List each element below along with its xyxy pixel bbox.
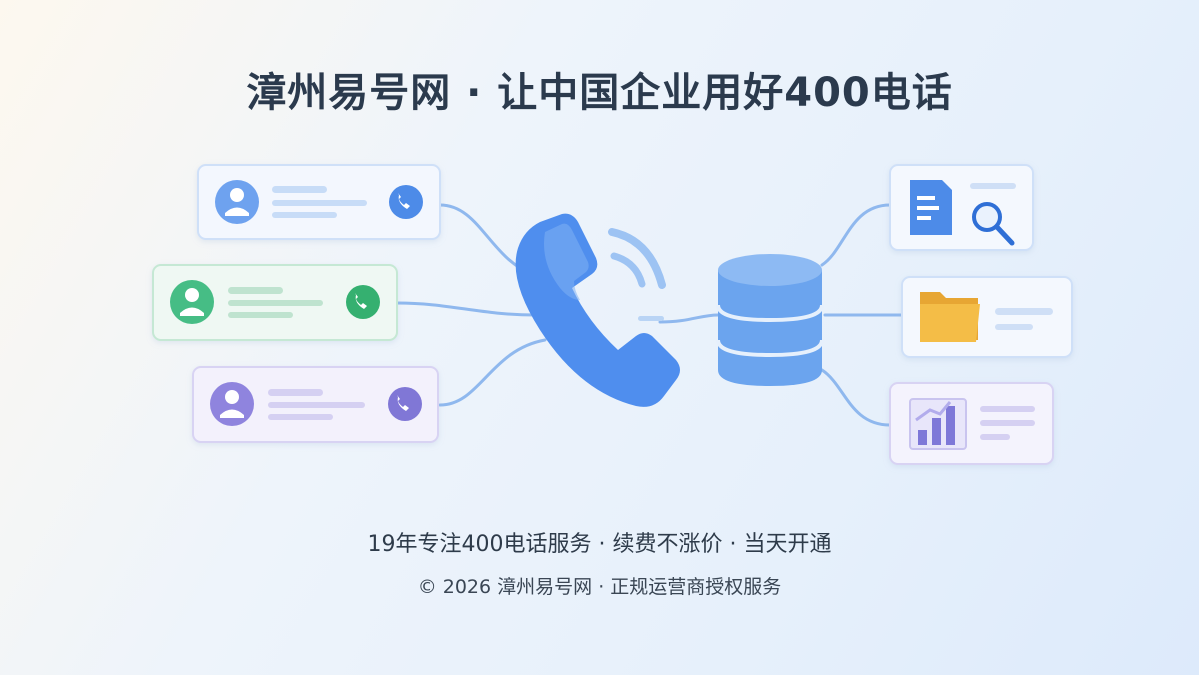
contact-card-green — [152, 264, 398, 341]
telephone-handset-icon — [515, 213, 680, 407]
analytics-card — [889, 382, 1054, 465]
phone-icon — [388, 387, 422, 421]
user-icon — [170, 280, 214, 324]
contact-card-blue — [197, 164, 441, 240]
user-icon — [210, 382, 254, 426]
user-icon — [215, 180, 259, 224]
contact-card-purple — [192, 366, 439, 443]
copyright: © 2026 漳州易号网 · 正规运营商授权服务 — [417, 576, 782, 598]
bar-chart-icon — [909, 398, 967, 450]
document-search-icon — [910, 180, 1015, 246]
phone-icon — [389, 185, 423, 219]
tagline: 19年专注400电话服务 · 续费不涨价 · 当天开通 — [367, 532, 832, 557]
report-card — [889, 164, 1034, 251]
folder-card — [901, 276, 1073, 358]
phone-icon — [346, 285, 380, 319]
database-icon — [716, 254, 824, 386]
folder-icon — [920, 292, 980, 342]
page-title: 漳州易号网 · 让中国企业用好400电话 — [246, 70, 953, 116]
